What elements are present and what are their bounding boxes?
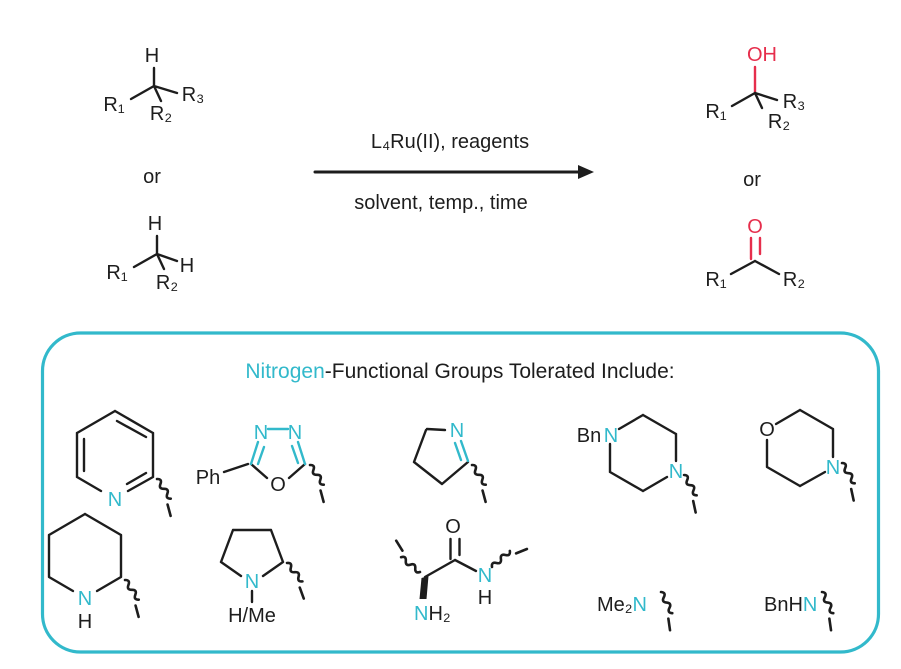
- dimethylamino-prefix: Me₂: [597, 594, 633, 616]
- piperidine-n-label: N: [78, 588, 92, 610]
- piperazine-bonds: [608, 413, 678, 493]
- benzylamino-structure: BnHN: [764, 589, 844, 632]
- pyridine-attachment-squiggle: [147, 476, 182, 518]
- pyrrolidine-attachment-squiggle: [278, 560, 315, 600]
- piperazine-n-bottom-label: N: [669, 461, 683, 483]
- r2-label: R₂: [783, 269, 805, 291]
- amide-bonds: [423, 537, 478, 579]
- arrow-head: [578, 165, 594, 179]
- r1-label: R₁: [705, 101, 726, 123]
- oxadiazole-ph-label: Ph: [196, 467, 220, 489]
- dimethylamino-label: Me₂N: [597, 594, 647, 616]
- morpholine-structure: O N: [759, 408, 866, 502]
- amino-amide-structure: O NH₂ N H: [387, 516, 529, 625]
- piperidine-structure: N H: [47, 512, 150, 633]
- pyrroline-imine-bond: [453, 439, 470, 463]
- amide-n-label: N: [478, 565, 492, 587]
- amide-h-label: H: [478, 587, 492, 609]
- benzylamino-attachment-squiggle: [811, 589, 844, 632]
- dimethylamino-attachment-squiggle: [650, 589, 683, 632]
- box-title-rest: -Functional Groups Tolerated Include:: [325, 360, 675, 383]
- conditions-above: L₄Ru(II), reagents: [371, 131, 529, 153]
- h-top-label: H: [148, 213, 162, 235]
- reaction-arrow: L₄Ru(II), reagents solvent, temp., time: [313, 131, 594, 214]
- oxadiazole-black-bonds: [222, 462, 307, 480]
- reaction-scheme: H R₁ R₃ R₂ or H R₁ H R₂ L₄Ru(II), reagen…: [103, 44, 805, 294]
- oxadiazole-n-right-label: N: [288, 422, 302, 444]
- pyrroline-n-label: N: [450, 420, 464, 442]
- amide-right-attachment-squiggle: [489, 538, 529, 576]
- dimethylamino-n: N: [633, 594, 647, 616]
- secondary-ch-substrate: H R₁ H R₂: [106, 213, 194, 294]
- box-title-accent: Nitrogen: [245, 360, 324, 383]
- piperidine-bonds: [47, 512, 123, 593]
- oxadiazole-structure: Ph N N O: [196, 422, 335, 504]
- tolerated-groups-box: Nitrogen-Functional Groups Tolerated Inc…: [40, 331, 881, 654]
- pyridine-structure: N: [75, 409, 182, 518]
- pyridine-n-label: N: [108, 489, 122, 511]
- pyrrolidine-n-label: N: [245, 571, 259, 593]
- alcohol-bonds: [730, 91, 779, 110]
- oxadiazole-cyan-bonds: [249, 427, 307, 466]
- amide-wedge-bond: [419, 576, 429, 599]
- h-label: H: [145, 45, 159, 67]
- ketone-bonds: [729, 259, 781, 276]
- pyridine-bonds: [75, 409, 155, 493]
- amide-nh2-h2: H₂: [428, 603, 450, 625]
- r2-label: R₂: [156, 272, 178, 294]
- o-label: O: [747, 216, 763, 238]
- r1-label: R₁: [103, 94, 124, 116]
- dimethylamino-structure: Me₂N: [597, 589, 683, 632]
- alcohol-product: OH R₁ R₃ R₂: [705, 44, 805, 133]
- amide-o-label: O: [445, 516, 461, 538]
- piperazine-n-top-label: N: [604, 425, 618, 447]
- h-side-label: H: [180, 255, 194, 277]
- oxadiazole-attachment-squiggle: [300, 462, 335, 504]
- r3-label: R₃: [783, 91, 806, 113]
- benzylamino-label: BnHN: [764, 594, 817, 616]
- oh-label: OH: [747, 44, 777, 66]
- tertiary-substrate-bonds: [129, 66, 179, 103]
- oxadiazole-n-left-label: N: [254, 422, 268, 444]
- r2-label: R₂: [768, 111, 790, 133]
- oxadiazole-o-label: O: [270, 474, 286, 496]
- amide-nh2-n: N: [414, 603, 428, 625]
- pyrroline-structure: N: [412, 420, 497, 504]
- or-label-right: or: [743, 169, 761, 191]
- benzylamino-n: N: [803, 594, 817, 616]
- pyrrolidine-structure: N H/Me: [219, 528, 315, 627]
- r3-label: R₃: [182, 84, 205, 106]
- tertiary-ch-substrate: H R₁ R₃ R₂: [103, 45, 204, 125]
- amide-nh2-label: NH₂: [414, 603, 451, 625]
- ketone-product: O R₁ R₂: [705, 216, 805, 291]
- morpholine-bonds: [765, 408, 835, 488]
- pyrroline-attachment-squiggle: [462, 462, 497, 504]
- r2-label: R₂: [150, 103, 172, 125]
- pyrrolidine-substituent-label: H/Me: [228, 605, 276, 627]
- box-outline: [40, 331, 881, 654]
- amide-left-attachment-squiggle: [387, 539, 428, 576]
- or-label-left: or: [143, 166, 161, 188]
- benzylamino-prefix: BnH: [764, 594, 803, 616]
- c-o-double-bond: [749, 236, 762, 261]
- piperidine-attachment-squiggle: [115, 577, 150, 619]
- pyrrolidine-bonds: [219, 528, 285, 604]
- morpholine-o-label: O: [759, 419, 775, 441]
- piperazine-bn-label: Bn: [577, 425, 601, 447]
- pyrroline-bonds: [412, 427, 470, 486]
- r1-label: R₁: [705, 269, 726, 291]
- morpholine-n-label: N: [826, 457, 840, 479]
- r1-label: R₁: [106, 262, 127, 284]
- secondary-substrate-bonds: [132, 234, 179, 271]
- conditions-below: solvent, temp., time: [354, 192, 527, 214]
- piperidine-h-label: H: [78, 611, 92, 633]
- box-title: Nitrogen-Functional Groups Tolerated Inc…: [245, 360, 674, 383]
- benzyl-piperazine-structure: Bn N N: [577, 413, 708, 514]
